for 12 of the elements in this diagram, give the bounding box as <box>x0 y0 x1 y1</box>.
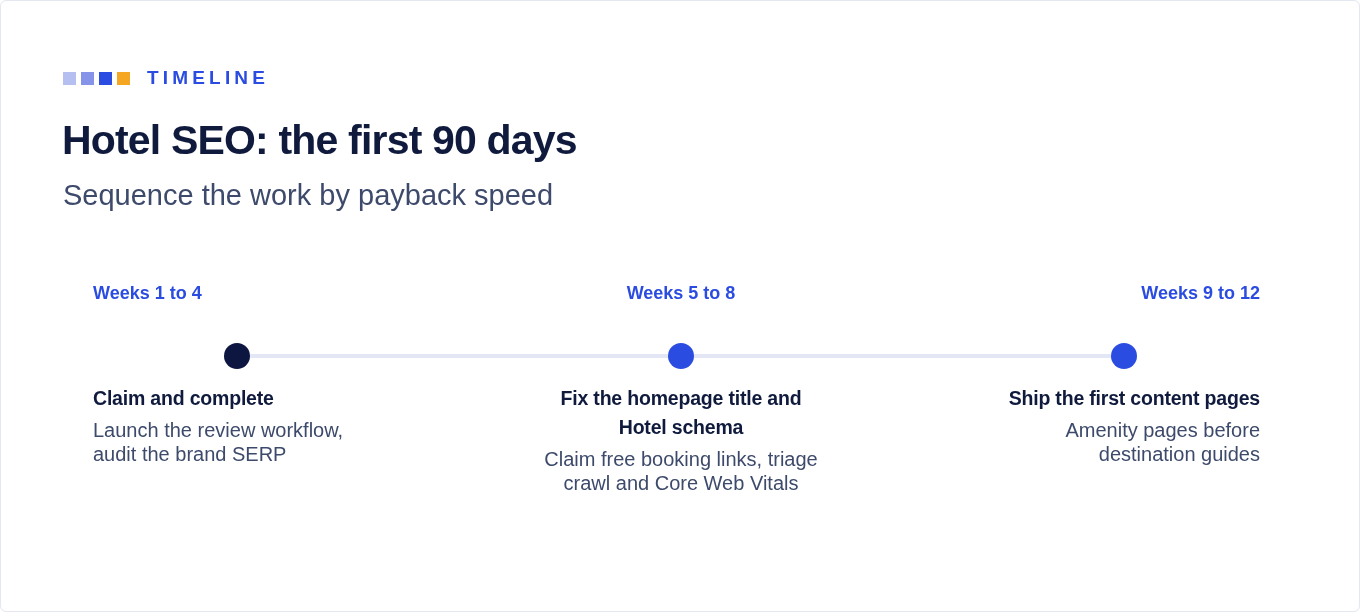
eyebrow-label: TIMELINE <box>147 66 270 90</box>
step-title: Fix the homepage title and Hotel schema <box>559 386 803 440</box>
step-description: Amenity pages before destination guides <box>1064 418 1260 466</box>
week-range-label: Weeks 5 to 8 <box>626 282 736 305</box>
subtitle: Sequence the work by payback speed <box>63 178 554 213</box>
diagram-title: Hotel SEO: the first 90 days <box>62 116 577 164</box>
step-description: Launch the review workflow, audit the brand SERP <box>93 418 345 466</box>
step-description: Claim free booking links, triage crawl and Core Web Vitals <box>543 447 819 495</box>
week-range-label: Weeks 9 to 12 <box>1141 282 1260 305</box>
step-title: Claim and complete <box>93 386 275 411</box>
week-range-label: Weeks 1 to 4 <box>93 282 202 305</box>
step-title: Ship the first content pages <box>1007 386 1260 411</box>
